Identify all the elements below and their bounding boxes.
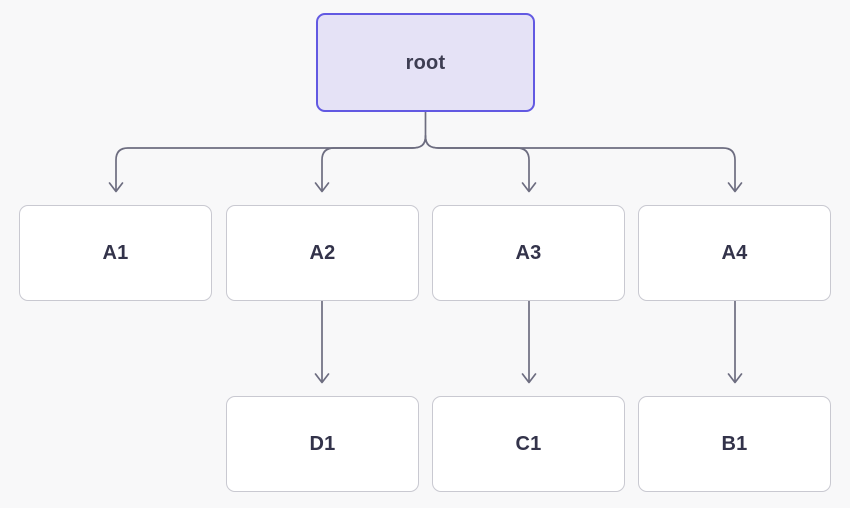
arrowhead-root-a4 [727,182,743,193]
arrowhead-root-a3 [521,182,537,193]
arrowhead-root-a1 [108,182,124,193]
arrowhead-a4-b1 [727,373,743,384]
node-a2-label: A2 [309,242,336,264]
edge-root-a1 [115,135,427,191]
node-a3[interactable]: A3 [432,205,625,301]
arrowhead-a2-d1 [314,373,330,384]
node-a1[interactable]: A1 [19,205,212,301]
node-d1-label: D1 [309,433,336,455]
node-c1[interactable]: C1 [432,396,625,492]
node-d1[interactable]: D1 [226,396,419,492]
node-a3-label: A3 [515,242,542,264]
node-a1-label: A1 [102,242,129,264]
node-a4[interactable]: A4 [638,205,831,301]
node-c1-label: C1 [515,433,542,455]
node-root-label: root [405,51,446,74]
arrowhead-root-a2 [314,182,330,193]
node-b1-label: B1 [721,433,748,455]
edge-root-a4 [424,135,736,191]
arrowhead-a3-c1 [521,373,537,384]
edge-root-a3 [424,135,530,191]
edge-root-a2 [321,135,427,191]
node-a2[interactable]: A2 [226,205,419,301]
node-a4-label: A4 [721,242,748,264]
node-root[interactable]: root [316,13,535,112]
node-b1[interactable]: B1 [638,396,831,492]
